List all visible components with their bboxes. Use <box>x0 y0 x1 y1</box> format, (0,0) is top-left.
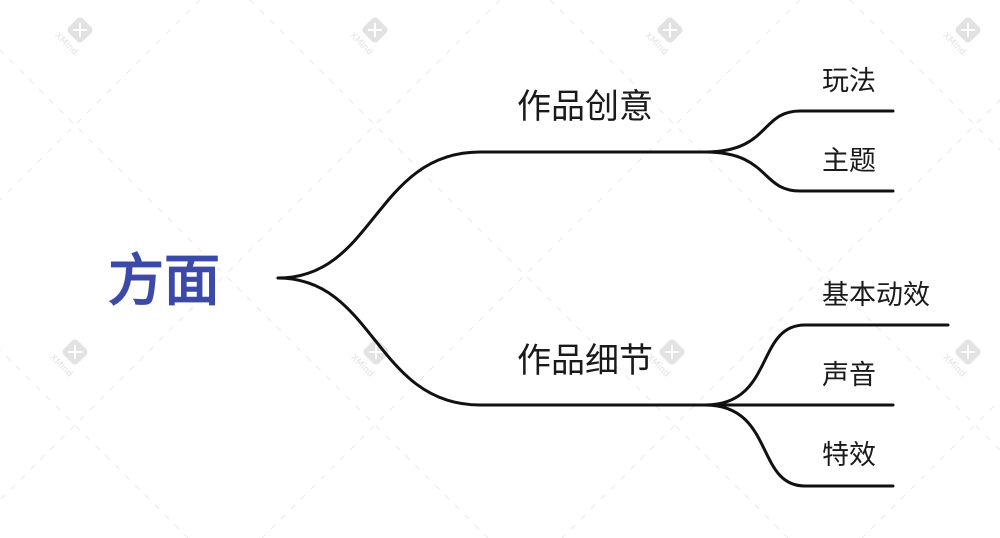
xmind-logo-icon: XMind <box>642 17 683 57</box>
branch-details-to-basic-motion <box>703 323 950 407</box>
connectors <box>276 109 950 488</box>
branch-root-to-details <box>276 276 707 407</box>
subtopic-theme[interactable]: 主题 <box>822 146 876 177</box>
topic-labels: 方面 作品创意 作品细节 玩法 主题 基本动效 声音 特效 <box>108 66 930 471</box>
root-topic[interactable]: 方面 <box>108 249 220 314</box>
xmind-logo-icon: XMind <box>52 17 93 57</box>
branch-creativity-to-gameplay <box>703 109 895 154</box>
subtopic-gameplay[interactable]: 玩法 <box>822 66 876 97</box>
topic-creativity[interactable]: 作品创意 <box>517 87 653 127</box>
subtopic-effects[interactable]: 特效 <box>822 440 876 471</box>
branch-creativity-to-theme <box>703 150 895 193</box>
branch-root-to-creativity <box>276 150 707 280</box>
xmind-logo-icon: XMind <box>940 17 981 57</box>
xmind-logo-icon: XMind <box>940 339 981 379</box>
subtopic-sound[interactable]: 声音 <box>822 360 876 391</box>
subtopic-basic-motion[interactable]: 基本动效 <box>822 280 930 311</box>
xmind-logo-icon: XMind <box>347 17 388 57</box>
xmind-logo-icon: XMind <box>47 339 88 379</box>
xmind-logo-icon: XMind <box>348 339 389 379</box>
branch-details-to-effects <box>703 403 895 488</box>
topic-details[interactable]: 作品细节 <box>517 341 653 381</box>
